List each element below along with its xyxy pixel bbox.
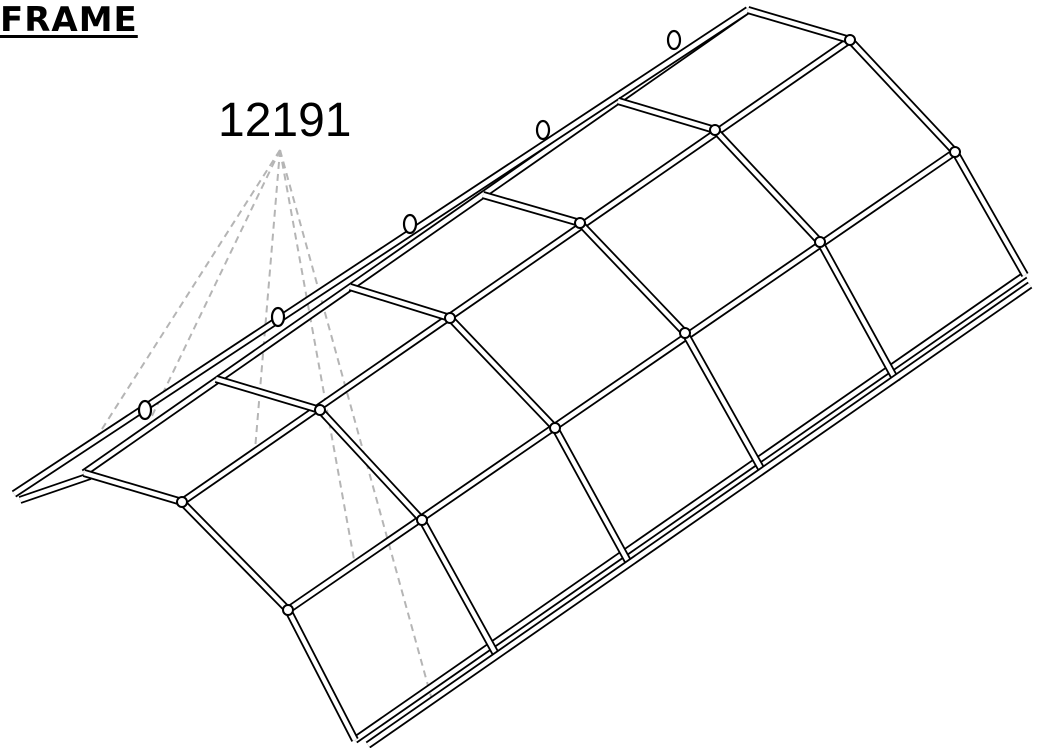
arch-collar-3-1: [444, 312, 456, 324]
elbow-fittings: [137, 29, 961, 616]
base-rail-fill: [366, 283, 1032, 747]
arch-4-outline: [481, 191, 767, 474]
arch-6-outline: [746, 6, 1029, 277]
leader-line-4: [279, 149, 356, 566]
arch-1-fill: [83, 470, 357, 742]
arch-collar-1-1: [176, 496, 188, 508]
arch-collar-2-1: [314, 404, 326, 416]
arch-collar-4-2: [679, 327, 691, 339]
arch-collar-3-2: [549, 422, 561, 434]
rail-2-fill: [180, 38, 852, 504]
part-number-label: 12191: [218, 94, 352, 147]
arch-5-fill: [617, 98, 899, 384]
arch-collar-2-2: [416, 514, 428, 526]
eave-rail-front-fill: [12, 8, 750, 496]
arch-3-outline: [348, 283, 634, 567]
arch-1-outline: [82, 469, 359, 742]
leader-line-2: [149, 149, 281, 421]
arch-collar-4-1: [574, 217, 586, 229]
arch-collar-6-2: [949, 146, 961, 158]
elbow-fitting-3: [402, 213, 418, 235]
diagram-title: FRAME: [0, 0, 138, 40]
arch-collar-5-2: [814, 236, 826, 248]
elbow-fitting-4: [535, 119, 551, 141]
arch-2-fill: [215, 376, 499, 658]
arch-4-fill: [482, 192, 765, 474]
elbow-fitting-2: [270, 306, 286, 328]
arch-3-fill: [349, 284, 632, 567]
frame-tubes: [11, 6, 1033, 748]
leader-lines: [94, 149, 433, 701]
rail-3-fill: [286, 150, 957, 612]
arch-collar-5-1: [709, 124, 721, 136]
leader-line-3: [254, 149, 281, 451]
arch-5-outline: [616, 97, 901, 384]
eave-rail-end-fill: [19, 473, 91, 503]
leader-line-1: [94, 149, 281, 441]
elbow-fitting-5: [666, 29, 682, 51]
arch-2-outline: [214, 375, 501, 658]
arch-collar-6-1: [844, 34, 856, 46]
rail-4-fill: [353, 273, 1027, 742]
arch-6-fill: [747, 7, 1027, 277]
elbow-fitting-1: [137, 399, 153, 421]
arch-collar-1-2: [282, 604, 294, 616]
